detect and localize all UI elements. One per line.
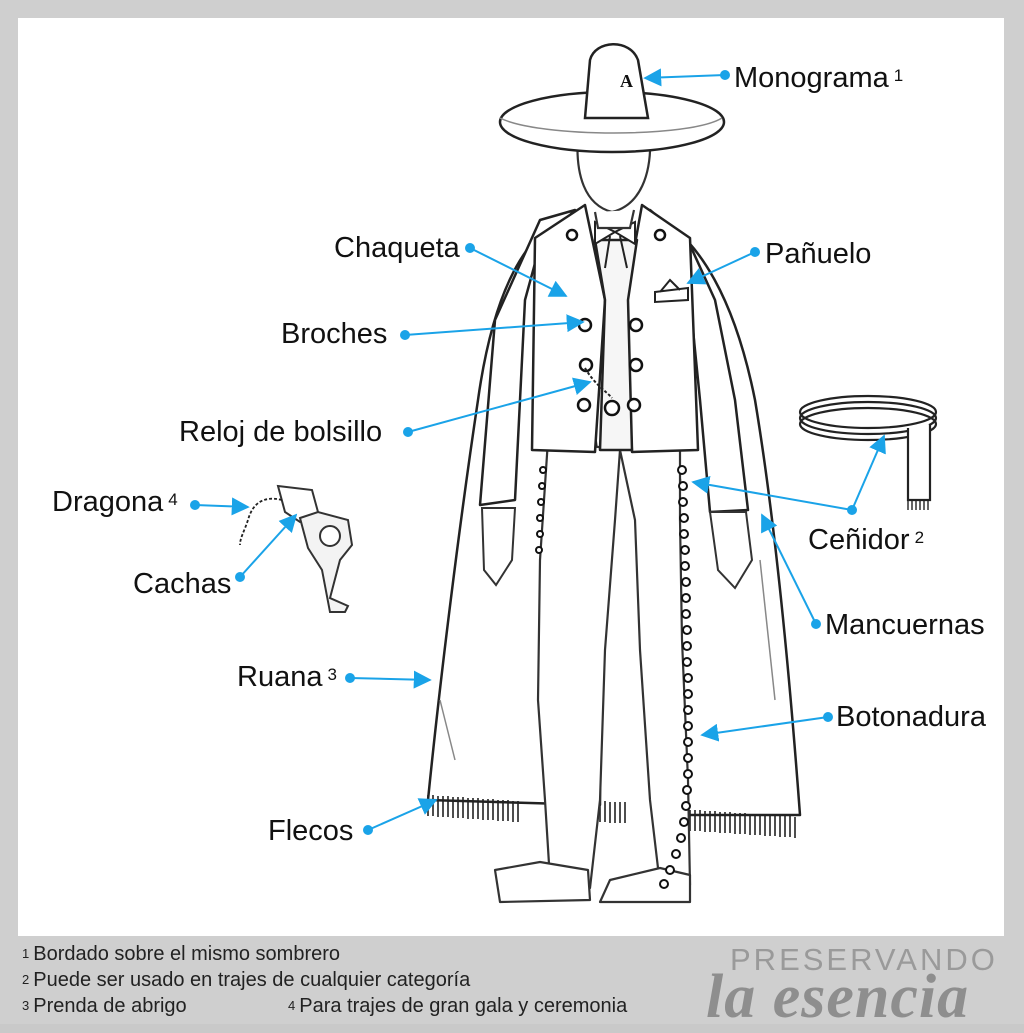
label-monograma-note: 1 — [893, 66, 904, 85]
label-cachas-text: Cachas — [133, 568, 232, 600]
label-panuelo-text: Pañuelo — [765, 238, 872, 270]
footnote-1-text: Bordado sobre el mismo sombrero — [33, 943, 341, 965]
label-dragona-text: Dragona — [52, 486, 164, 518]
leader-lines — [190, 68, 886, 835]
label-chaqueta: Chaqueta — [334, 232, 460, 264]
label-botonadura-text: Botonadura — [836, 701, 986, 733]
botonadura-buttons — [535, 465, 693, 889]
label-panuelo: Pañuelo — [765, 238, 871, 270]
label-dragona-note: 4 — [168, 490, 178, 509]
sombrero-hat — [498, 43, 726, 154]
label-broches-text: Broches — [281, 318, 388, 350]
label-flecos-text: Flecos — [268, 815, 354, 847]
footnote-2-num: 2 — [22, 972, 30, 987]
hands — [480, 507, 754, 590]
reloj-chain — [584, 367, 613, 399]
label-cachas: Cachas — [133, 568, 231, 600]
label-cenidor-note: 2 — [914, 528, 925, 547]
label-reloj: Reloj de bolsillo — [179, 416, 382, 448]
cenidor-belt — [798, 394, 938, 510]
label-ruana-text: Ruana — [237, 661, 323, 693]
monograma-mark: A — [620, 71, 633, 91]
brand-logo-top: PRESERVANDO — [730, 942, 998, 977]
footnote-3-text: Prenda de abrigo — [33, 995, 187, 1017]
label-chaqueta-text: Chaqueta — [334, 232, 460, 264]
trousers — [493, 438, 692, 904]
footnote-4-text: Para trajes de gran gala y ceremonia — [299, 995, 628, 1017]
label-flecos: Flecos — [268, 815, 353, 847]
label-reloj-text: Reloj de bolsillo — [179, 416, 383, 448]
label-mancuernas: Mancuernas — [825, 609, 985, 641]
panuelo-pocket — [654, 278, 689, 304]
footnote-2-text: Puede ser usado en trajes de cualquier c… — [33, 969, 471, 991]
label-cenidor-text: Ceñidor — [808, 524, 910, 556]
label-mancuernas-text: Mancuernas — [825, 609, 985, 641]
label-monograma-text: Monograma — [734, 62, 889, 94]
revolver — [239, 484, 354, 613]
footnote-3-num: 3 — [22, 998, 30, 1013]
label-ruana-note: 3 — [327, 665, 337, 684]
label-botonadura: Botonadura — [836, 701, 986, 733]
footnote-1-num: 1 — [22, 946, 30, 961]
corbata-bow — [594, 220, 636, 269]
label-broches: Broches — [281, 318, 387, 350]
footnote-4-num: 4 — [288, 998, 296, 1013]
brand-logo-bottom: la esencia — [706, 963, 970, 1031]
